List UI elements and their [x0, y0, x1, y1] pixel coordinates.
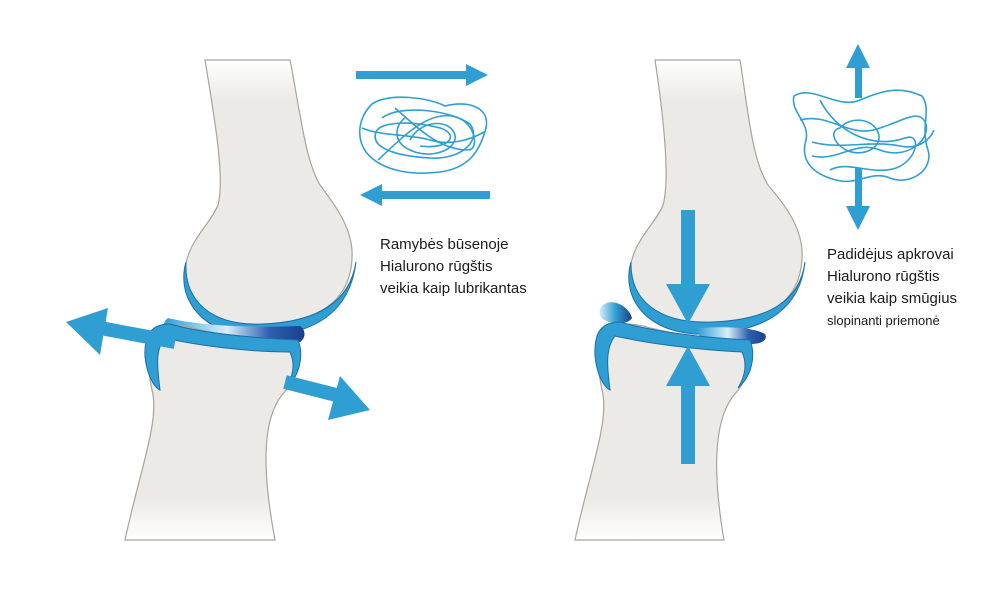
caption-line: Ramybės būsenoje — [380, 236, 509, 253]
arrow-down-icon — [846, 168, 870, 230]
caption-line: Hialurono rūgštis — [827, 268, 940, 285]
tibia-bone — [124, 323, 302, 541]
rest-panel — [66, 59, 490, 541]
femur-bone — [183, 59, 357, 337]
caption-line: Hialurono rūgštis — [380, 258, 493, 275]
arrow-up-icon — [666, 346, 710, 464]
synovial-fluid — [599, 302, 632, 324]
caption-line: veikia kaip smūgius — [827, 290, 958, 307]
tibia-bone — [574, 321, 754, 541]
caption-line: veikia kaip lubrikantas — [380, 280, 527, 297]
femur-bone — [628, 59, 806, 335]
diagonal-arrow-icon — [66, 308, 370, 420]
load-panel — [574, 44, 935, 541]
arrow-up-icon — [846, 44, 870, 98]
hyaluronic-fiber-icon — [792, 89, 935, 183]
arrow-down-icon — [666, 210, 710, 324]
hyaluronic-fiber-icon — [359, 96, 488, 174]
load-caption: Padidėjus apkrovai Hialurono rūgštis vei… — [827, 244, 957, 332]
caption-line: slopinanti priemonė — [827, 313, 940, 328]
rest-caption: Ramybės būsenoje Hialurono rūgštis veiki… — [380, 234, 527, 300]
arrow-left-icon — [360, 184, 490, 206]
arrow-right-icon — [356, 64, 488, 86]
caption-line: Padidėjus apkrovai — [827, 246, 954, 263]
